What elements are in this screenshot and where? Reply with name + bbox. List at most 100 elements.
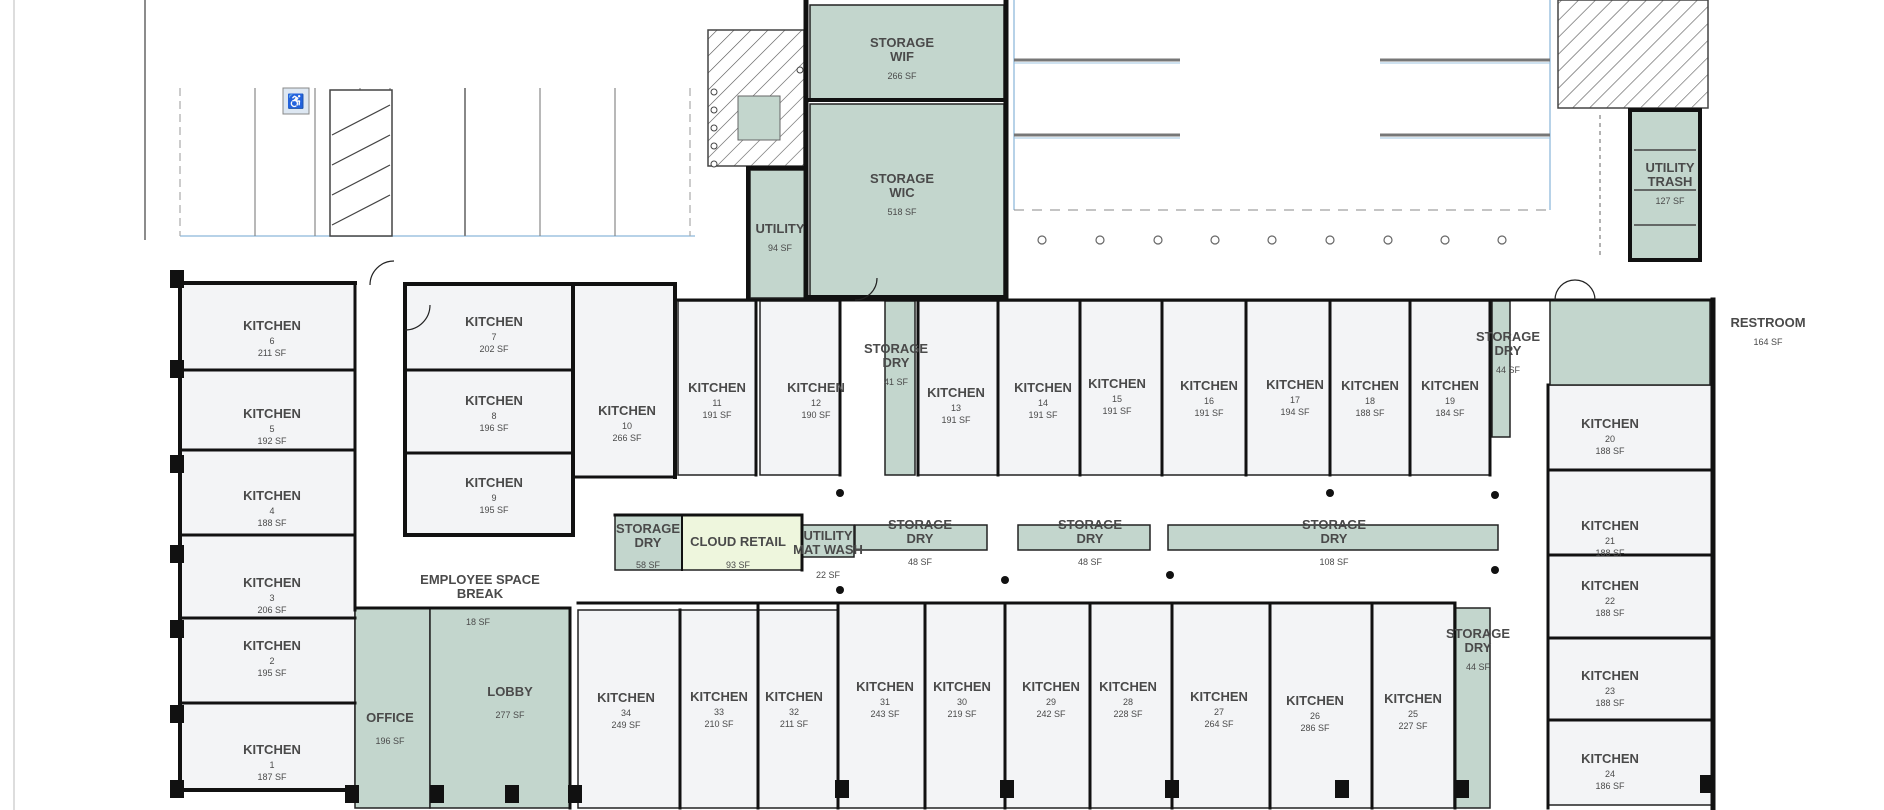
room-area: 227 SF (1398, 721, 1428, 731)
room-number: 33 (714, 707, 724, 717)
door-swing (1554, 279, 1576, 301)
room-area: 190 SF (801, 410, 831, 420)
room-area: 187 SF (257, 772, 287, 782)
room-label: KITCHEN (465, 475, 523, 490)
room-area: 191 SF (1102, 406, 1132, 416)
room-number: 24 (1605, 769, 1615, 779)
column-dot (836, 586, 844, 594)
room-number: 10 (622, 421, 632, 431)
room-k20 (1547, 384, 1714, 471)
room-area: 266 SF (612, 433, 642, 443)
room-number: 28 (1123, 697, 1133, 707)
room-label: DRY (1495, 343, 1522, 358)
room-area: 94 SF (768, 243, 793, 253)
room-area: 188 SF (1595, 446, 1625, 456)
room-label: STORAGE (864, 341, 928, 356)
bollard (1497, 235, 1507, 245)
door-swing (404, 304, 431, 331)
room-label: WIC (889, 185, 915, 200)
room-number: 12 (811, 398, 821, 408)
rooms-layer (145, 4, 1720, 810)
column-dot (1491, 566, 1499, 574)
bollard (710, 106, 718, 114)
room-number: 15 (1112, 394, 1122, 404)
room-area: 188 SF (1355, 408, 1385, 418)
room-rest (1549, 299, 1711, 386)
column (170, 780, 184, 798)
room-number: 2 (269, 656, 274, 666)
trash-enclosure (1628, 108, 1702, 262)
room-number: 29 (1046, 697, 1056, 707)
room-label: STORAGE (1058, 517, 1122, 532)
room-label: UTILITY (1645, 160, 1694, 175)
room-area: 192 SF (257, 436, 287, 446)
room-area: 202 SF (479, 344, 509, 354)
room-label: KITCHEN (787, 380, 845, 395)
room-number: 14 (1038, 398, 1048, 408)
column (170, 545, 184, 563)
column (1455, 780, 1469, 798)
room-sdry4 (854, 524, 988, 551)
room-label: DRY (907, 531, 934, 546)
room-number: 25 (1408, 709, 1418, 719)
door-swing (1574, 279, 1596, 301)
walls-layer (170, 0, 1716, 810)
room-number: 4 (269, 506, 274, 516)
room-office (354, 607, 431, 809)
room-sdry3 (614, 514, 683, 571)
room-label: STORAGE (1476, 329, 1540, 344)
room-area: 195 SF (479, 505, 509, 515)
accessible-parking-icon (282, 87, 310, 115)
room-number: 21 (1605, 536, 1615, 546)
room-label: MAT WASH (793, 542, 863, 557)
room-label: EMPLOYEE SPACE (420, 572, 540, 587)
room-sdry6 (1167, 524, 1499, 551)
room-k5 (179, 369, 356, 451)
room-area: 264 SF (1204, 719, 1234, 729)
room-label: KITCHEN (597, 690, 655, 705)
room-label: RESTROOM (1730, 315, 1805, 330)
room-number: 32 (789, 707, 799, 717)
room-label: DRY (883, 355, 910, 370)
room-label: DRY (635, 535, 662, 550)
bollard (1383, 235, 1393, 245)
room-k34 (577, 609, 681, 809)
room-area: 242 SF (1036, 709, 1066, 719)
room-number: 30 (957, 697, 967, 707)
room-area: 188 SF (1595, 608, 1625, 618)
room-label: KITCHEN (1581, 668, 1639, 683)
room-label: KITCHEN (1581, 518, 1639, 533)
column (170, 620, 184, 638)
room-label: KITCHEN (1099, 679, 1157, 694)
room-number: 1 (269, 760, 274, 770)
room-area: 286 SF (1300, 723, 1330, 733)
room-sdry5 (1017, 524, 1151, 551)
room-label: OFFICE (366, 710, 414, 725)
room-label: KITCHEN (1384, 691, 1442, 706)
room-label: KITCHEN (1014, 380, 1072, 395)
room-label: KITCHEN (1341, 378, 1399, 393)
room-area: 44 SF (1466, 662, 1491, 672)
room-label: KITCHEN (927, 385, 985, 400)
room-label: KITCHEN (1421, 378, 1479, 393)
room-k22 (1547, 554, 1714, 639)
room-label: KITCHEN (243, 742, 301, 757)
room-area: 266 SF (887, 71, 917, 81)
room-number: 34 (621, 708, 631, 718)
room-number: 17 (1290, 395, 1300, 405)
room-k33 (679, 609, 759, 809)
room-label: WIF (890, 49, 914, 64)
room-label: KITCHEN (243, 575, 301, 590)
room-label: TRASH (1648, 174, 1693, 189)
bollard (1267, 235, 1277, 245)
site-elements: ♿ (13, 0, 1709, 810)
crosswalk-stripe (331, 134, 391, 166)
room-number: 27 (1214, 707, 1224, 717)
room-k12 (759, 300, 841, 476)
room-k1 (179, 702, 356, 791)
room-k16 (1161, 300, 1247, 476)
room-sdry7 (1454, 607, 1491, 809)
room-label: KITCHEN (1022, 679, 1080, 694)
room-label: STORAGE (888, 517, 952, 532)
